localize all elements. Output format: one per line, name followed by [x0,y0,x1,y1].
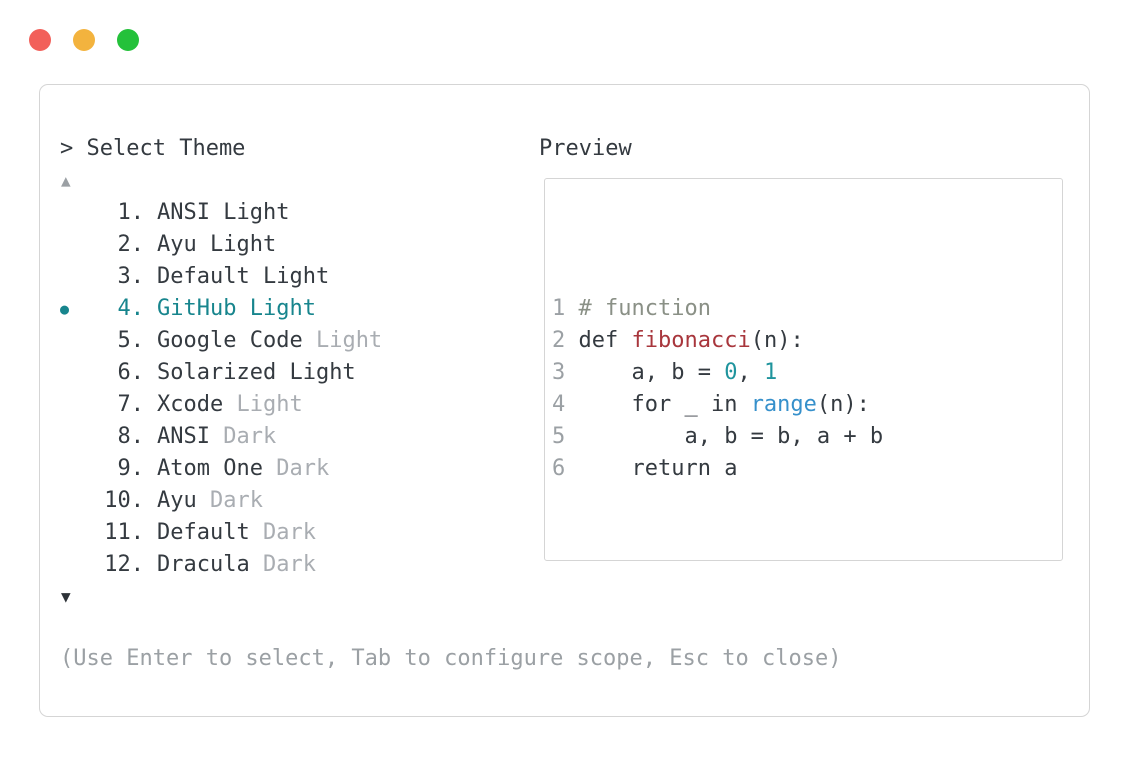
theme-option-dracula-dark[interactable]: 12. Dracula Dark [60,549,520,581]
theme-option-default-dark[interactable]: 11. Default Dark [60,517,520,549]
code-line: 4 for _ in range(n): [552,392,870,417]
marker-spacer [60,485,104,517]
code-line: 6 return a [552,456,738,481]
keyboard-hints: (Use Enter to select, Tab to configure s… [60,646,842,671]
marker-spacer [60,517,104,549]
marker-spacer [60,357,104,389]
theme-label: Dracula Dark [157,552,316,577]
marker-spacer [60,453,104,485]
theme-label: Atom One Dark [157,456,330,481]
code-line: 3 a, b = 0, 1 [552,360,778,385]
select-theme-prompt: > Select Theme [60,136,246,161]
preview-title: Preview [539,136,632,161]
marker-spacer [60,389,104,421]
marker-spacer [60,421,104,453]
theme-option-xcode-light[interactable]: 7. Xcode Light [60,389,520,421]
code-sample: 1 # function 2 def fibonacci(n): 3 a, b = … [545,179,1062,560]
theme-label: Xcode Light [157,392,303,417]
theme-number: 3. [117,264,145,289]
code-line: 2 def fibonacci(n): [552,328,804,353]
marker-spacer [60,549,104,581]
theme-label: Solarized Light [157,360,356,385]
theme-label: Ayu Light [157,232,277,257]
theme-option-github-light[interactable]: ● 4. GitHub Light [60,293,520,325]
theme-number: 1. [117,200,145,225]
marker-spacer [60,325,104,357]
theme-option-ayu-light[interactable]: 2. Ayu Light [60,229,520,261]
code-line: 1 # function [552,296,711,321]
code-line: 5 a, b = b, a + b [552,424,884,449]
theme-option-default-light[interactable]: 3. Default Light [60,261,520,293]
marker-spacer [60,229,104,261]
zoom-button[interactable] [117,29,139,51]
theme-picker-dialog: > Select Theme ▲ 1. ANSI Light 2. Ayu Light… [39,84,1090,717]
theme-number: 12. [104,552,144,577]
theme-label: GitHub Light [157,296,316,321]
marker-spacer [60,197,104,229]
window-controls [0,0,1129,51]
theme-option-google-code-light[interactable]: 5. Google Code Light [60,325,520,357]
theme-number: 5. [117,328,145,353]
scroll-up-icon[interactable]: ▲ [61,171,71,190]
theme-list: 1. ANSI Light 2. Ayu Light 3. Default Light ● 4… [60,197,520,581]
theme-label: ANSI Light [157,200,290,225]
blank-line [552,549,1062,560]
close-button[interactable] [29,29,51,51]
scroll-down-icon[interactable]: ▼ [61,587,71,606]
theme-option-ansi-dark[interactable]: 8. ANSI Dark [60,421,520,453]
theme-number: 7. [117,392,145,417]
theme-number: 11. [104,520,144,545]
theme-number: 2. [117,232,145,257]
dialog-body: > Select Theme ▲ 1. ANSI Light 2. Ayu Light… [40,85,1089,613]
theme-option-ayu-dark[interactable]: 10. Ayu Dark [60,485,520,517]
theme-option-solarized-light[interactable]: 6. Solarized Light [60,357,520,389]
minimize-button[interactable] [73,29,95,51]
theme-option-ansi-light[interactable]: 1. ANSI Light [60,197,520,229]
theme-label: Default Dark [157,520,316,545]
theme-number: 9. [117,456,145,481]
theme-number: 4. [117,296,145,321]
theme-number: 6. [117,360,145,385]
preview-column: Preview 1 # function 2 def fibonacci(n): 3… [520,133,1063,613]
theme-number: 10. [104,488,144,513]
theme-option-atom-one-dark[interactable]: 9. Atom One Dark [60,453,520,485]
theme-label: Ayu Dark [157,488,263,513]
preview-pane: 1 # function 2 def fibonacci(n): 3 a, b = … [544,178,1063,561]
theme-list-column: > Select Theme ▲ 1. ANSI Light 2. Ayu Light… [60,133,520,613]
theme-label: Default Light [157,264,330,289]
code-lines: 1 # function 2 def fibonacci(n): 3 a, b = … [552,293,1062,485]
theme-number: 8. [117,424,145,449]
selected-bullet-icon: ● [60,300,70,318]
theme-label: ANSI Dark [157,424,277,449]
marker-spacer [60,261,104,293]
theme-label: Google Code Light [157,328,383,353]
